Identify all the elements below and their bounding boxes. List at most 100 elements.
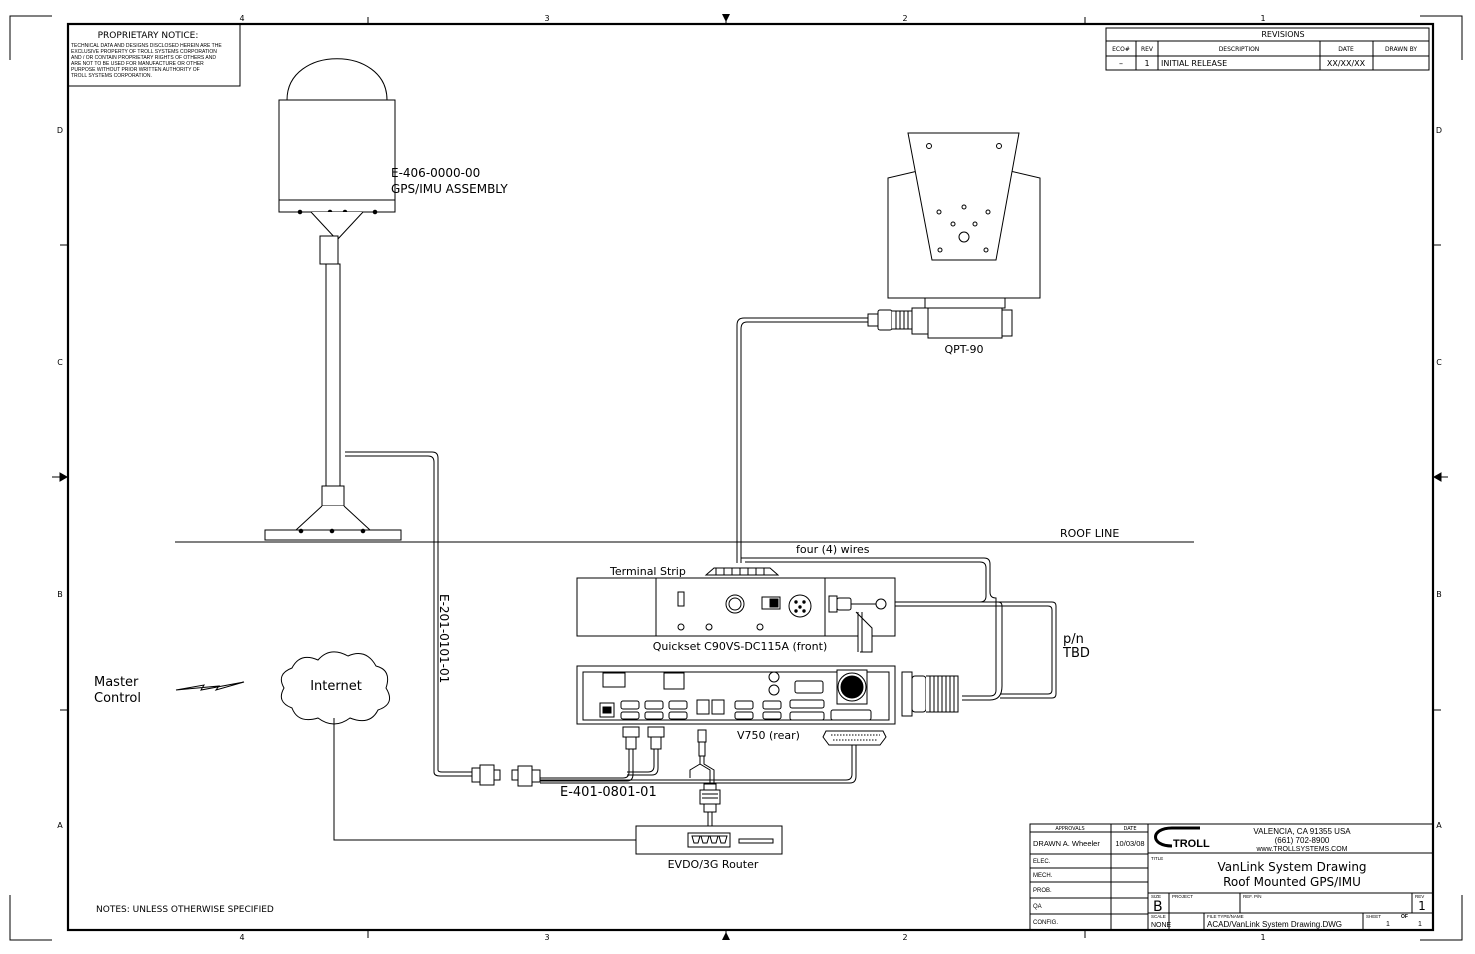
zone-row-b-left: B [57,590,63,599]
revisions-header: REV [1141,46,1154,53]
internet-router-link [333,718,636,841]
notice-line: ARE NOT TO BE USED FOR MANUFACTURE OR OT… [71,61,204,67]
revisions-cell: – [1119,59,1123,68]
revisions-cell: INITIAL RELEASE [1161,59,1227,68]
address-line-2: (661) 702-8900 [1275,836,1330,845]
gps-part-number: E-406-0000-00 [391,166,480,180]
terminal-strip-label: Terminal Strip [609,565,686,578]
notice-title: PROPRIETARY NOTICE: [98,31,199,41]
approval-row: CONFIG. [1033,920,1058,926]
zone-col-3-top: 3 [544,14,549,23]
v750-circular-connector [901,671,959,717]
internet-cloud-icon [280,651,391,725]
revisions-cell: 1 [1144,59,1149,68]
file-value: ACAD/VanLink System Drawing.DWG [1207,920,1342,929]
zone-col-2-top: 2 [902,14,907,23]
tbd-label: TBD [1062,646,1090,661]
sheet-value: 1 [1386,921,1390,928]
cable-vertical-label: E-201-0101-01 [437,594,451,683]
approval-row: DRAWN A. Wheeler [1033,839,1100,848]
project-label: PROJECT [1172,894,1193,899]
roof-line-label: ROOF LINE [1060,527,1119,540]
gps-cable [345,451,472,777]
date-header: DATE [1123,826,1136,832]
quickset-label: Quickset C90VS-DC115A (front) [653,640,828,653]
master-label-1: Master [94,675,139,690]
internet-label: Internet [310,679,362,694]
drawn-date: 10/03/08 [1115,839,1144,848]
drawing-title-1: VanLink System Drawing [1217,860,1366,874]
title-label: TITLE [1151,856,1163,861]
zone-col-4-top: 4 [239,14,244,23]
size-label: SIZE [1151,894,1161,899]
v750-rear-panel [576,665,896,725]
zone-row-a-left: A [57,821,63,830]
qpt-cable [736,317,868,563]
qpt-connector [867,309,913,331]
revisions-header: DATE [1338,46,1354,53]
ref-label: REF. P/N [1243,894,1262,899]
approval-row: MECH. [1033,873,1053,879]
address-line-3: www.TROLLSYSTEMS.COM [1255,846,1347,853]
of-value: 1 [1418,921,1422,928]
revisions-header: DESCRIPTION [1219,46,1260,53]
notice-line: EXCLUSIVE PROPERTY OF TROLL SYSTEMS CORP… [71,49,217,55]
zone-col-2-bottom: 2 [902,933,907,942]
four-wires-label: four (4) wires [796,543,870,556]
zone-row-c-left: C [57,358,63,367]
proprietary-notice: PROPRIETARY NOTICE: TECHNICAL DATA AND D… [67,23,241,87]
drawing-border [66,22,1435,932]
rev-value: 1 [1418,899,1426,913]
rev-label: REV [1415,894,1424,899]
logo-text: TROLL [1173,838,1210,850]
zone-col-1-bottom: 1 [1260,933,1265,942]
master-label-2: Control [94,691,141,706]
v750-db-connectors [622,726,887,757]
approvals-header: APPROVALS [1055,826,1084,832]
of-label: OF [1401,914,1408,920]
quickset-front-panel [576,577,896,653]
notice-line: TROLL SYSTEMS CORPORATION. [71,73,152,79]
zone-col-1-top: 1 [1260,14,1265,23]
zone-col-3-bottom: 3 [544,933,549,942]
terminal-strip [704,567,780,576]
revisions-table [1105,27,1430,71]
pn-tbd-cable [888,601,1057,699]
revisions-title: REVISIONS [1261,30,1304,39]
title-block [1029,823,1434,931]
address-line-1: VALENCIA, CA 91355 USA [1253,827,1351,836]
evdo-router [635,825,783,855]
notice-line: AND / OR CONTAIN PROPRIETARY RIGHTS OF O… [71,55,216,61]
router-cable-connector [699,783,721,813]
wireless-link-icon [175,681,245,691]
gps-imu-assembly [264,58,402,541]
zone-row-d-left: D [57,126,63,135]
cable-bottom-label: E-401-0801-01 [560,785,657,800]
approval-row: ELEC. [1033,859,1051,865]
zone-row-d-right: D [1436,126,1442,135]
qpt-label: QPT-90 [945,343,984,356]
v750-label: V750 (rear) [737,729,800,742]
sheet-label: SHEET [1366,914,1381,919]
zone-col-4-bottom: 4 [239,933,244,942]
router-label: EVDO/3G Router [668,858,759,871]
revisions-header: ECO# [1112,46,1130,53]
file-label: FILE TYPE/NAME [1207,914,1244,919]
zone-row-a-right: A [1436,821,1442,830]
zone-row-b-right: B [1436,590,1442,599]
notice-line: PURPOSE WITHOUT PRIOR WRITTEN AUTHORITY … [71,67,200,73]
zone-row-c-right: C [1436,358,1442,367]
size-value: B [1153,899,1163,915]
notice-line: TECHNICAL DATA AND DESIGNS DISCLOSED HER… [71,43,222,49]
pn-label: p/n [1063,632,1084,647]
approval-row: PROB. [1033,888,1052,894]
gps-cable-connectors [471,764,541,787]
troll-logo: TROLL [1154,826,1212,850]
qpt-90-unit [887,132,1041,339]
drawing-title-2: Roof Mounted GPS/IMU [1223,875,1361,889]
gps-assembly-label: GPS/IMU ASSEMBLY [391,182,508,196]
notes-label: NOTES: UNLESS OTHERWISE SPECIFIED [96,905,274,915]
revisions-cell: XX/XX/XX [1327,59,1366,68]
scale-label: SCALE [1151,914,1166,919]
